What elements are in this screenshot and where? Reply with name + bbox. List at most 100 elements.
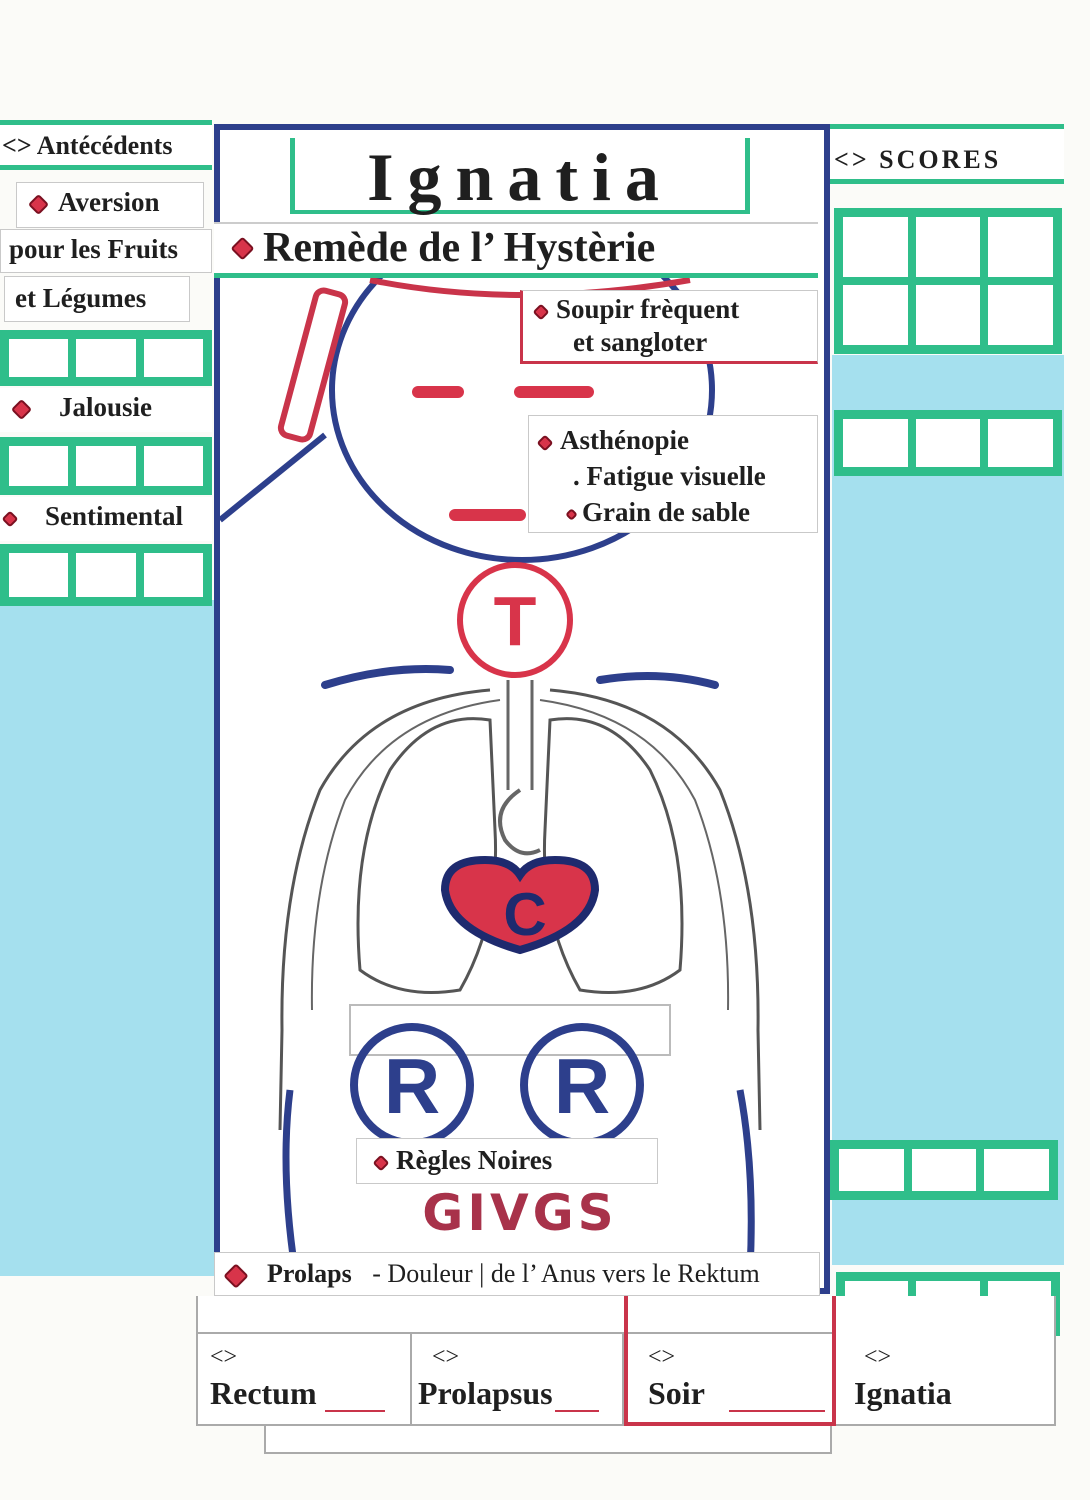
bottom-marker: <>	[210, 1344, 238, 1370]
shoulder-left	[321, 665, 454, 689]
bullet-icon	[223, 1263, 249, 1289]
lung-left	[356, 717, 498, 994]
underline	[324, 1410, 385, 1412]
right-heading: <> SCORES	[828, 124, 1064, 184]
underline	[728, 1410, 825, 1412]
score-cell[interactable]	[980, 1145, 1053, 1195]
score-cell[interactable]	[72, 335, 140, 381]
ribcage-outline	[278, 688, 762, 1131]
genital-letters: GIVGS	[422, 1184, 617, 1242]
left-score-grid-2	[0, 437, 212, 495]
score-cell[interactable]	[139, 335, 207, 381]
right-cyan-panel	[832, 355, 1064, 1265]
left-item-label: Jalousie	[59, 392, 153, 422]
left-item-label: et Légumes	[15, 283, 147, 313]
right-heading-text: <> SCORES	[834, 145, 1002, 174]
throat-circle	[457, 562, 573, 678]
bullet-icon	[230, 235, 255, 261]
bullet-icon	[536, 434, 554, 452]
heart-letter: C	[503, 881, 546, 948]
kidney-right-letter: R	[554, 1042, 610, 1130]
note-regles: Règles Noires	[356, 1138, 658, 1184]
bottom-label: Prolapsus	[418, 1375, 553, 1411]
body-illustration: T C R R GIVGS	[220, 270, 762, 1271]
left-cyan-panel	[0, 600, 215, 1276]
score-cell[interactable]	[911, 415, 985, 471]
note-sigh-line2: et sangloter	[573, 327, 708, 357]
note-sigh: Soupir frèquent et sangloter	[520, 290, 818, 364]
head-outline	[329, 270, 715, 563]
left-score-grid-3	[0, 544, 212, 606]
score-cell[interactable]	[839, 213, 912, 281]
shoulder-line	[220, 432, 327, 523]
score-cell[interactable]	[984, 281, 1057, 349]
right-score-grid-3	[830, 1140, 1058, 1200]
trachea	[506, 680, 534, 790]
score-cell[interactable]	[839, 281, 912, 349]
bottom-label: Rectum	[210, 1375, 317, 1411]
bottom-cell-rectum[interactable]: <> Rectum	[196, 1334, 412, 1426]
bottom-label: Soir	[648, 1375, 705, 1411]
note-prolaps-detail-1: - Douleur	[372, 1259, 473, 1288]
score-cell[interactable]	[839, 415, 912, 471]
bullet-icon	[1, 510, 19, 528]
score-cell[interactable]	[911, 281, 985, 349]
head-left-stripe	[277, 287, 349, 443]
score-cell[interactable]	[72, 442, 140, 490]
throat-letter: T	[494, 582, 537, 660]
score-cell[interactable]	[835, 1145, 908, 1195]
note-grain: Grain de sable	[582, 497, 751, 527]
left-item-fruits: pour les Fruits	[0, 229, 212, 273]
note-asthenopia-title: Asthénopie	[560, 425, 690, 455]
score-cell[interactable]	[5, 442, 73, 490]
shoulder-right	[596, 672, 719, 689]
waist-left	[282, 1089, 299, 1271]
note-sigh-line1: Soupir frèquent	[556, 294, 740, 324]
page-title: Ignatia	[367, 139, 673, 215]
right-score-grid-2	[834, 410, 1062, 476]
subtitle-box: Remède de l’ Hystèrie	[214, 222, 818, 278]
bottom-marker: <>	[864, 1344, 892, 1370]
separator: |	[472, 1259, 491, 1288]
left-item-aversion: Aversion	[16, 182, 204, 228]
note-prolaps-detail-2: de l’ Anus vers le Rektum	[490, 1259, 760, 1288]
left-item-label: Sentimental	[45, 501, 183, 531]
bottom-cell-prolapsus[interactable]: <> Prolapsus	[412, 1334, 624, 1426]
score-cell[interactable]	[5, 335, 73, 381]
left-item-legumes: et Légumes	[4, 276, 190, 322]
title-box: Ignatia	[290, 138, 750, 215]
bottom-cell-ignatia[interactable]: <> Ignatia	[836, 1334, 1056, 1426]
note-regles-text: Règles Noires	[396, 1145, 553, 1175]
bottom-table-divider	[196, 1332, 836, 1334]
bullet-icon	[10, 399, 33, 421]
left-heading: <> Antécédents	[0, 120, 212, 170]
note-prolaps-title: Prolaps	[267, 1259, 352, 1288]
bottom-cell-soir[interactable]: <> Soir	[624, 1296, 836, 1426]
heart	[440, 855, 600, 955]
bullet-icon	[27, 194, 50, 216]
score-cell[interactable]	[5, 549, 73, 601]
score-cell[interactable]	[911, 213, 985, 281]
score-cell[interactable]	[984, 415, 1057, 471]
ribcage-inner	[310, 699, 730, 1011]
score-cell[interactable]	[907, 1145, 981, 1195]
left-score-grid-1	[0, 330, 212, 386]
score-cell[interactable]	[139, 549, 207, 601]
bullet-icon	[532, 303, 550, 321]
waist-right	[736, 1089, 755, 1271]
score-cell[interactable]	[139, 442, 207, 490]
underline	[554, 1410, 599, 1412]
bullet-icon	[565, 508, 578, 522]
left-item-label: pour les Fruits	[9, 234, 179, 264]
kidney-left-letter: R	[384, 1042, 440, 1130]
page-subtitle: Remède de l’ Hystèrie	[263, 225, 656, 271]
note-asthenopia: Asthénopie . Fatigue visuelle Grain de s…	[528, 415, 818, 533]
bottom-label: Ignatia	[854, 1375, 952, 1411]
score-cell[interactable]	[72, 549, 140, 601]
left-item-jalousie: Jalousie	[0, 388, 212, 432]
note-prolaps: Prolaps - Douleur | de l’ Anus vers le R…	[214, 1252, 820, 1296]
score-cell[interactable]	[984, 213, 1057, 281]
bullet-icon	[372, 1154, 390, 1172]
note-fatigue: . Fatigue visuelle	[573, 461, 766, 491]
right-score-grid-1	[834, 208, 1062, 354]
